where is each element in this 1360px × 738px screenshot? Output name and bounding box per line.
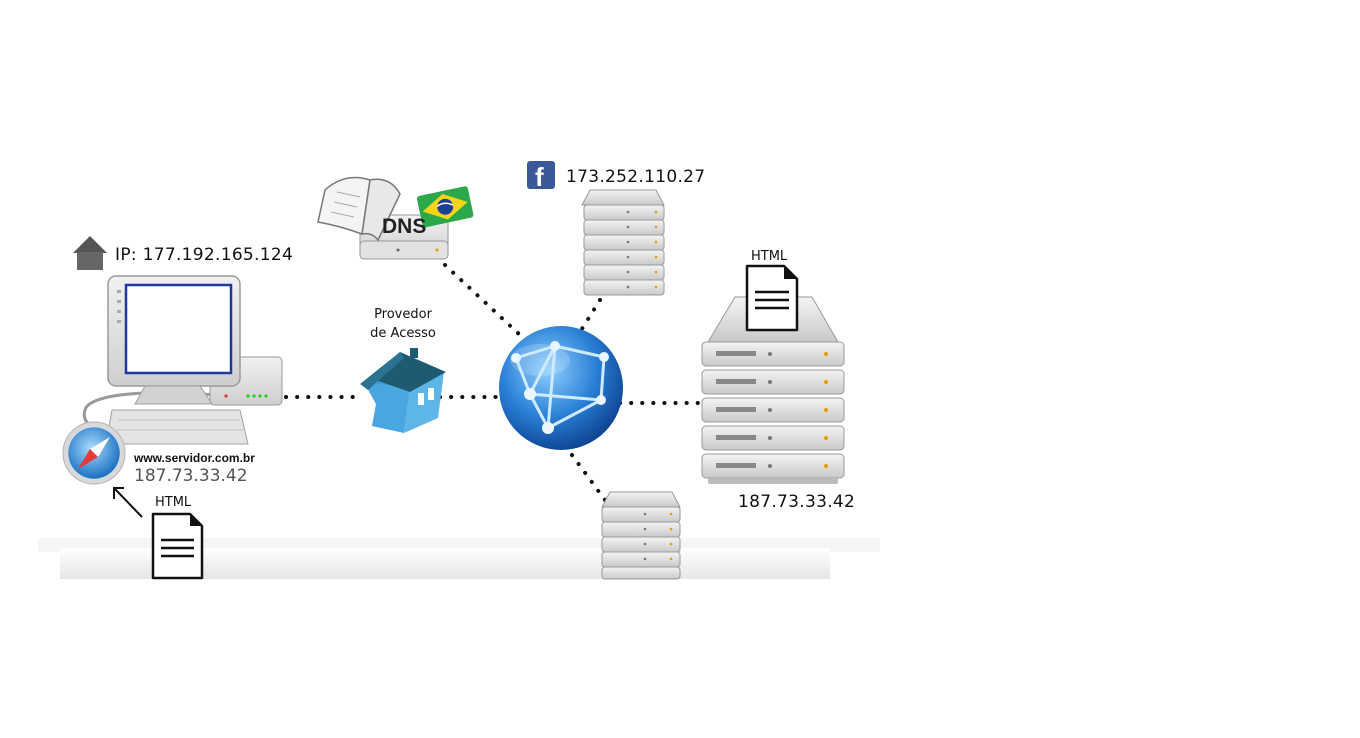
client-ip-label: IP: 177.192.165.124: [115, 245, 294, 265]
connection-lines: [284, 263, 702, 502]
internet-globe-icon: [499, 326, 623, 450]
server-html-document-icon: [745, 264, 799, 332]
facebook-ip-label: 173.252.110.27: [566, 167, 706, 187]
web-server-ip-label: 187.73.33.42: [738, 492, 856, 512]
home-icon: [73, 236, 107, 270]
book-icon: [317, 176, 401, 242]
web-server: [701, 264, 845, 484]
isp-house-icon: [360, 348, 446, 473]
facebook-logo-letter: f: [535, 162, 544, 192]
server-html-label: HTML: [751, 249, 788, 264]
facebook-logo-icon: [527, 161, 555, 189]
dns-server: [317, 176, 474, 260]
bottom-server: [601, 491, 681, 580]
isp-label-line2: de Acesso: [370, 326, 436, 341]
brazil-flag-icon: [416, 186, 474, 228]
isp-label-line1: Provedor: [374, 307, 432, 322]
isp-label: Provedor de Acesso: [364, 305, 442, 343]
client-computer: [62, 236, 283, 580]
facebook-server: [527, 161, 665, 296]
resolved-ip-label: 187.73.33.42: [134, 466, 248, 486]
arrow-icon: [113, 487, 143, 518]
browser-compass-icon: [62, 421, 126, 485]
url-label: www.servidor.com.br: [134, 451, 255, 465]
dns-label: DNS: [382, 215, 427, 238]
client-html-label: HTML: [155, 495, 192, 510]
html-document-icon: [151, 512, 204, 580]
